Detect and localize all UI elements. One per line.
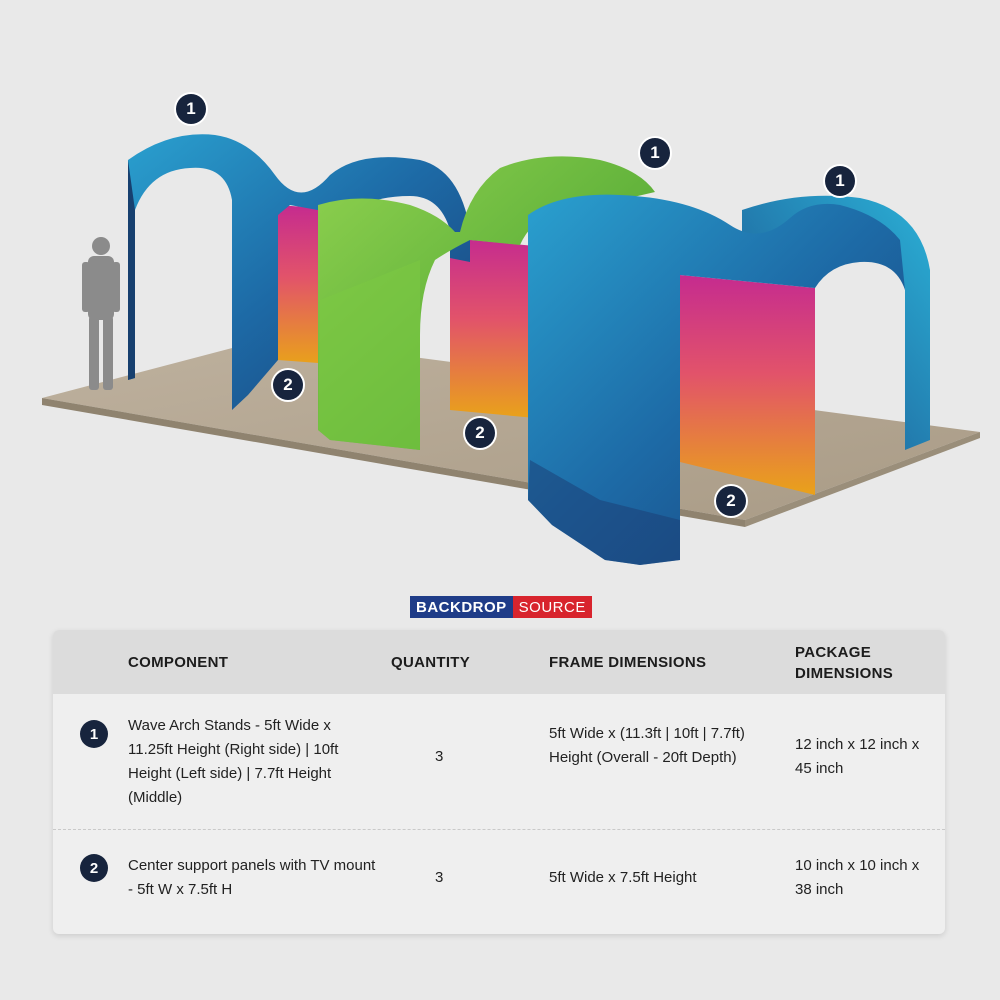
arch-center-highlight <box>318 260 420 450</box>
cell-frame-dimensions: 5ft Wide x (11.3ft | 10ft | 7.7ft) Heigh… <box>549 725 745 766</box>
row-badge: 2 <box>80 854 108 882</box>
cell-quantity: 3 <box>435 869 444 886</box>
person-silhouette <box>82 237 120 390</box>
brand-logo: BACKDROP SOURCE <box>410 596 592 618</box>
arch-right-foot <box>528 460 680 565</box>
cell-component: Wave Arch Stands - 5ft Wide x 11.25ft He… <box>128 717 339 806</box>
callout-badge: 1 <box>640 138 670 168</box>
row-divider <box>53 829 945 830</box>
row-badge: 1 <box>80 720 108 748</box>
arch-left <box>128 134 470 410</box>
cell-package-dimensions: 10 inch x 10 inch x 38 inch <box>795 857 920 898</box>
cell-quantity: 3 <box>435 748 444 765</box>
support-panel-right <box>680 275 815 495</box>
header-package-dimensions: PACKAGE DIMENSIONS <box>795 644 894 682</box>
callout-badge: 2 <box>465 418 495 448</box>
brand-logo-part1: BACKDROP <box>410 596 513 618</box>
header-quantity: QUANTITY <box>391 654 471 671</box>
cell-package-dimensions: 12 inch x 12 inch x 45 inch <box>795 736 920 777</box>
support-panel-center <box>450 238 535 418</box>
table-row: 1 Wave Arch Stands - 5ft Wide x 11.25ft … <box>53 694 945 829</box>
header-component: COMPONENT <box>128 654 229 671</box>
floor-edge <box>745 432 980 527</box>
callout-badge: 2 <box>716 486 746 516</box>
brand-logo-part2: SOURCE <box>512 596 592 618</box>
callout-badge: 2 <box>273 370 303 400</box>
table-row: 2 Center support panels with TV mount - … <box>53 830 945 934</box>
header-frame-dimensions: FRAME DIMENSIONS <box>549 654 707 671</box>
arch-left-side <box>128 160 135 380</box>
arch-back-right <box>742 195 930 450</box>
callout-badge: 1 <box>825 166 855 196</box>
product-render <box>42 134 980 565</box>
cell-component: Center support panels with TV mount - 5f… <box>128 857 376 898</box>
cell-frame-dimensions: 5ft Wide x 7.5ft Height <box>549 869 697 886</box>
arch-right <box>528 194 905 565</box>
spec-table: COMPONENT QUANTITY FRAME DIMENSIONS PACK… <box>53 630 945 934</box>
callout-badge: 1 <box>176 94 206 124</box>
table-header: COMPONENT QUANTITY FRAME DIMENSIONS PACK… <box>53 630 945 694</box>
